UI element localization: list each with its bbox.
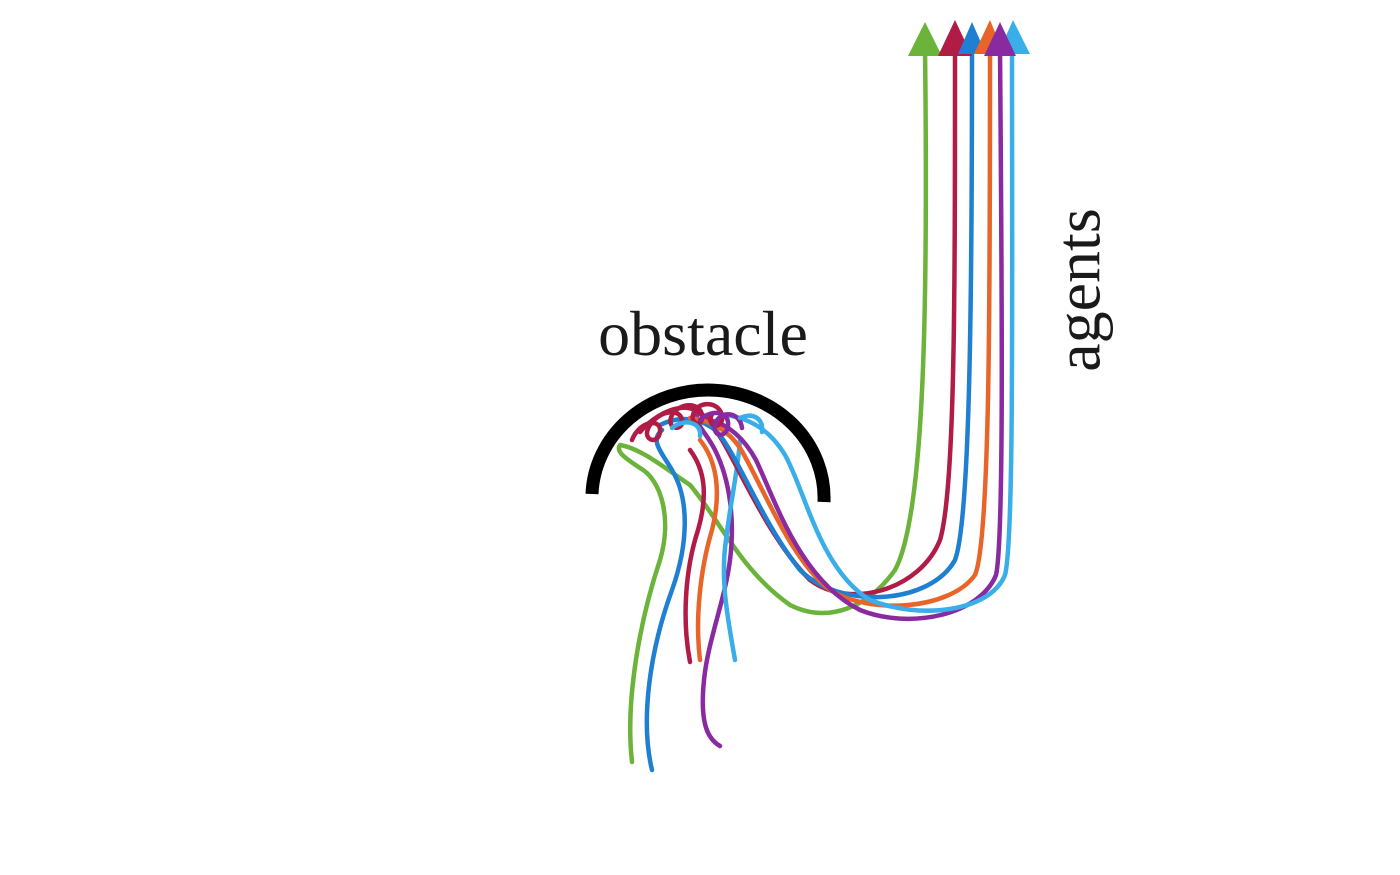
arrowhead-purple [984, 22, 1016, 56]
trajectory-green [616, 45, 929, 765]
obstacle-arc [585, 383, 831, 503]
trajectory-skyblue [722, 45, 1015, 613]
trajectory-purple [707, 45, 1005, 622]
arrowheads [908, 20, 1030, 56]
trajectory-purple-loops [697, 410, 745, 437]
trajectory-crimson-lower [683, 447, 707, 665]
obstacle-label: obstacle [598, 298, 808, 369]
trajectory-blue-lower [644, 427, 687, 773]
trajectory-skyblue-loops [669, 413, 765, 439]
arrowhead-green [908, 22, 942, 56]
trajectory-purple-lower [694, 409, 735, 749]
agents-label: agents [1043, 208, 1114, 372]
trajectory-orange-lower [695, 437, 720, 663]
agent-trajectories [616, 45, 1015, 773]
trajectory-crimson-loops [629, 402, 725, 443]
trajectory-orange [687, 45, 993, 608]
